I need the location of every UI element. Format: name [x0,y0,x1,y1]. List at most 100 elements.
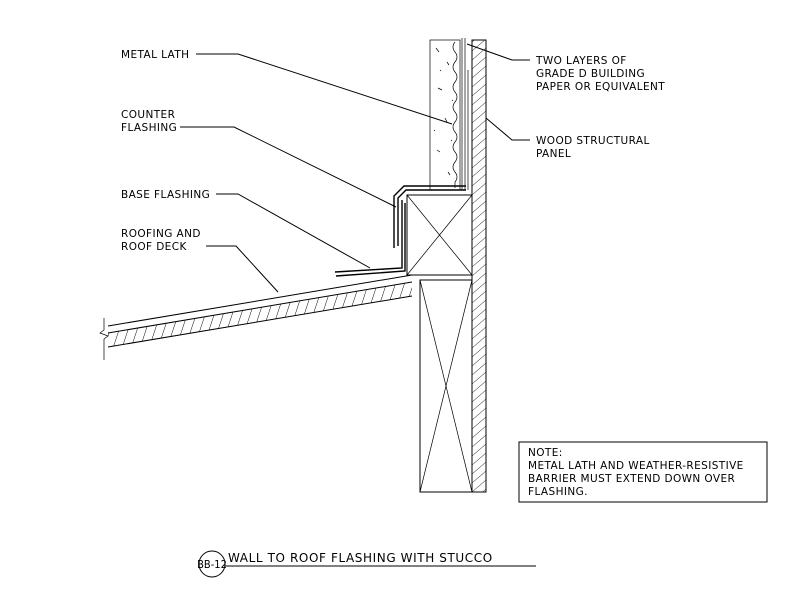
panel-hatch-line [472,416,486,430]
leader-metal-lath [196,53,453,125]
label-counter-flashing-1: COUNTER [121,109,175,121]
panel-hatch-line [472,263,486,277]
panel-hatch-line [472,101,486,115]
deck-hatch-line [216,282,248,347]
label-building-paper-3: PAPER OR EQUIVALENT [536,81,665,93]
panel-hatch-line [472,254,486,268]
panel-hatch-line [472,362,486,376]
panel-hatch-line [472,389,486,403]
deck-hatch-line [351,282,383,347]
note-line-1: METAL LATH AND WEATHER-RESISTIVE [528,460,744,472]
roof-assembly [99,274,413,360]
panel-hatch-line [472,209,486,223]
deck-hatch-line [288,282,320,347]
panel-hatch-line [472,443,486,457]
panel-hatch-line [472,155,486,169]
panel-hatch-line [472,371,486,385]
panel-hatch-line [472,317,486,331]
panel-hatch-line [482,488,486,492]
deck-hatch-line [162,282,194,347]
label-building-paper-2: GRADE D BUILDING [536,68,645,80]
panel-hatch-line [472,182,486,196]
panel-hatch-line [472,281,486,295]
panel-hatch-line [472,218,486,232]
panel-hatch-line [472,164,486,178]
label-metal-lath: METAL LATH [121,49,189,61]
panel-hatch-line [472,119,486,133]
note-heading: NOTE: [528,447,563,459]
panel-hatch-line [472,507,486,519]
flashing [334,185,466,277]
leader-base-flashing [216,193,371,269]
panel-hatch-line [472,56,486,70]
panel-hatch-line [472,137,486,151]
panel-hatch-line [472,461,486,475]
note-box: NOTE: METAL LATH AND WEATHER-RESISTIVE B… [518,441,768,503]
panel-hatch-line [472,40,486,52]
panel-hatch-line [472,326,486,340]
panel-hatch-line [472,245,486,259]
label-structural-panel-1: WOOD STRUCTURAL [536,135,650,147]
deck-hatch-line [153,282,185,347]
panel-hatch-line [472,110,486,124]
detail-tag-circle [198,550,226,578]
deck-hatch-line [279,282,311,347]
deck-hatch-line [117,282,149,347]
deck-hatch-line [225,282,257,347]
panel-hatch-line [472,479,486,492]
deck-hatch-line [180,282,212,347]
deck-hatch-line [360,282,392,347]
panel-hatch-line [472,308,486,322]
deck-hatch-line [261,282,293,347]
wall-stud [419,279,473,493]
panel-hatch-line [472,65,486,79]
panel-hatch-line [472,83,486,97]
deck-hatch-line [144,282,176,347]
deck-hatch-line [378,282,410,347]
panel-hatch-line [472,173,486,187]
deck-hatch-line [297,282,329,347]
leader-building-paper [466,43,530,61]
label-building-paper-1: TWO LAYERS OF [535,55,627,67]
panel-hatch-line [472,191,486,205]
deck-hatch-line [324,282,356,347]
panel-hatch-line [472,290,486,304]
deck-hatch-line [369,282,401,347]
detail-title: BB-12 WALL TO ROOF FLASHING WITH STUCCO [197,550,536,578]
panel-hatch-line [472,272,486,286]
deck-hatch-line [342,282,374,347]
label-counter-flashing-2: FLASHING [121,122,177,134]
panel-hatch-line [472,236,486,250]
panel-hatch-line [472,128,486,142]
panel-hatch-line [472,380,486,394]
counter-flashing [393,185,466,248]
panel-hatch [472,40,486,519]
detail-tag: BB-12 [197,558,227,571]
leader-roofing [206,245,279,293]
panel-hatch-line [472,299,486,313]
panel-hatch-line [472,398,486,412]
roof-deck [107,281,413,348]
label-roofing-2: ROOF DECK [121,241,187,253]
label-base-flashing: BASE FLASHING [121,189,210,201]
deck-hatch-line [108,282,131,347]
panel-hatch-line [472,146,486,160]
detail-title-text: WALL TO ROOF FLASHING WITH STUCCO [228,551,493,565]
note-frame [518,441,768,503]
panel-hatch-line [472,353,486,367]
note-line-2: BARRIER MUST EXTEND DOWN OVER [528,473,735,485]
panel-hatch-line [472,344,486,358]
metal-lath-wave [452,41,458,188]
deck-hatch-line [135,282,167,347]
break-line [99,318,109,360]
leader-counter-flashing [180,126,397,208]
label-roofing-1: ROOFING AND [121,228,201,240]
stucco-wall [429,39,461,191]
wall-assembly [406,38,487,519]
deck-hatch-line [243,282,275,347]
stucco-texture [433,47,454,176]
panel-hatch-line [472,434,486,448]
panel-hatch-line [472,74,486,88]
deck-hatch-line [252,282,284,347]
